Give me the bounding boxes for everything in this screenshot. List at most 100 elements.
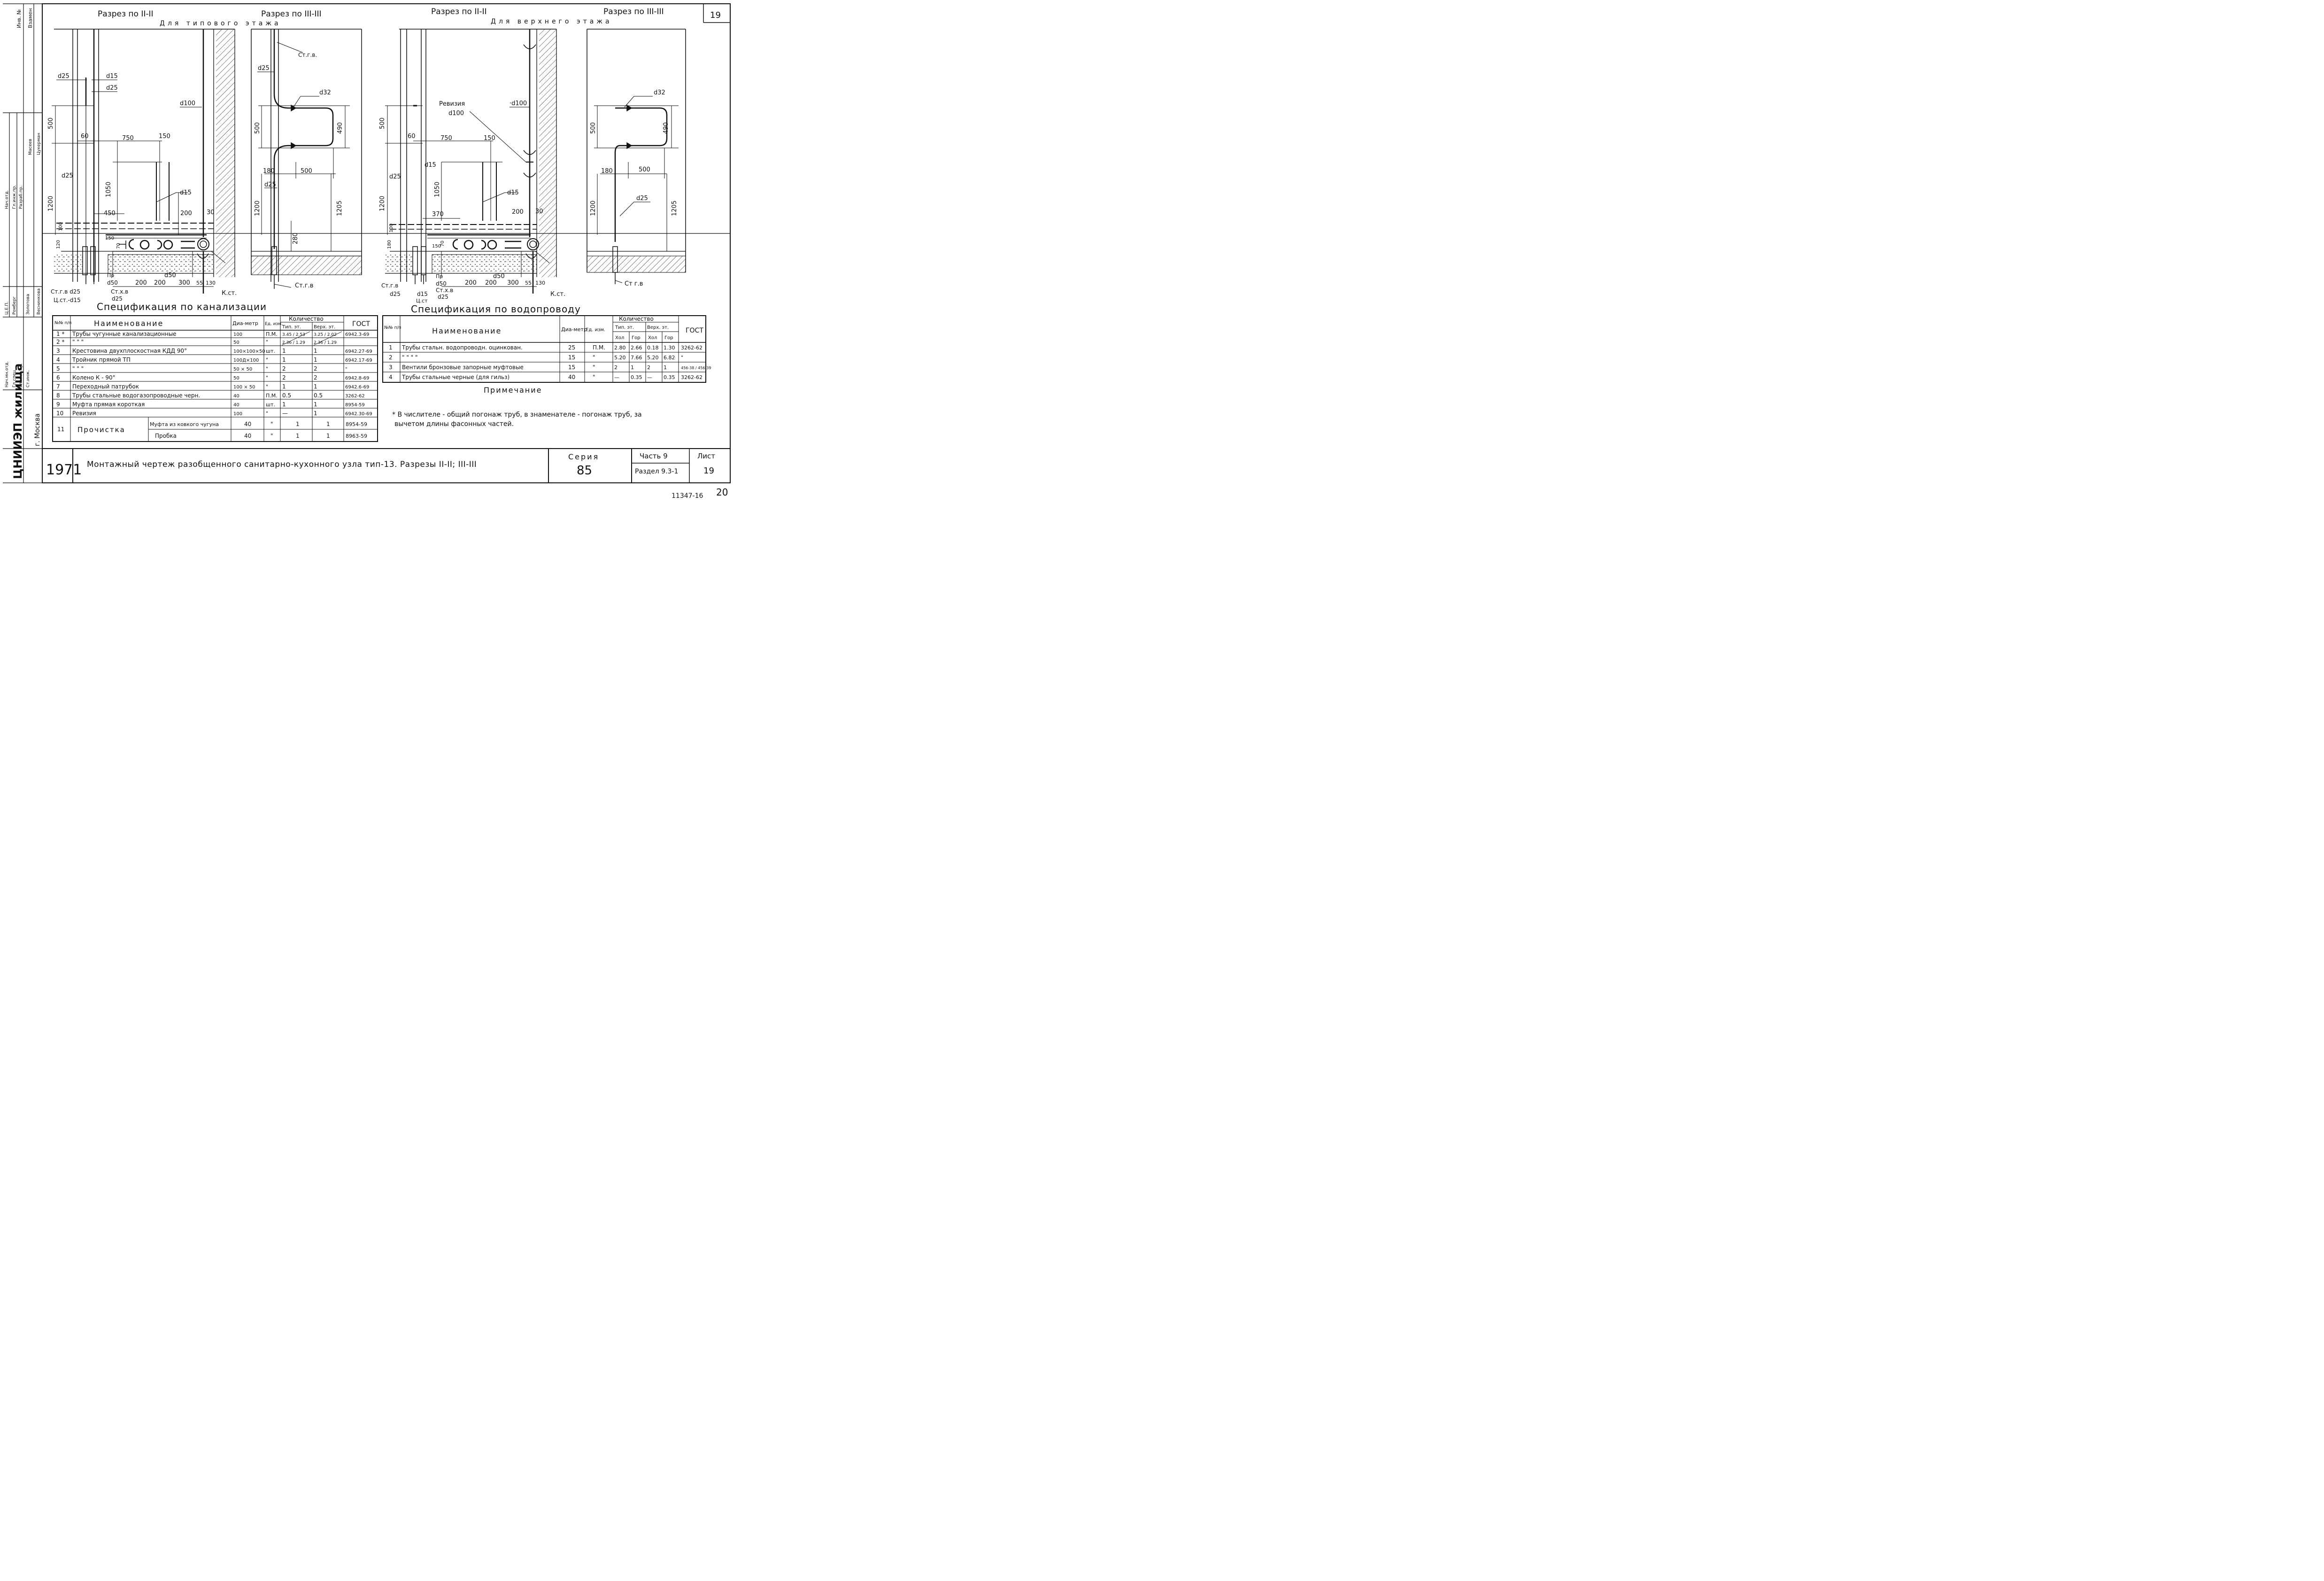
dim-1200-a: 1200 (47, 196, 54, 211)
strip-inv: Инв. № (16, 9, 22, 28)
sewer-row-name: Ревизия (72, 410, 96, 417)
dim-450-a: 450 (104, 210, 116, 217)
sewer-row-top: 2.36 / 1.29 (314, 341, 337, 345)
water-h-unit: Ед. изм. (586, 327, 605, 333)
sewer-row-typ: 1 (282, 401, 286, 408)
dim-300-a: 300 (178, 279, 190, 287)
sewer-row-name: Тройник прямой ТП (72, 356, 131, 363)
sewer-h-gost: ГОСТ (352, 320, 370, 328)
title-section: Раздел 9.3-1 (635, 468, 678, 475)
sewer-r11-unit1: " (270, 421, 273, 427)
sewer-row-name: Переходный патрубок (72, 383, 139, 390)
sewer-row-dia: 100 (233, 332, 242, 337)
sewer-row-unit: " (266, 375, 268, 381)
dim-490-a: 490 (337, 122, 344, 134)
section-4-title: Разрез по III-III (603, 7, 664, 16)
sewer-row-name: Колено К - 90° (72, 374, 116, 381)
strip-org: ЦНИИЭП жилища (11, 364, 24, 479)
sewer-row-name: Муфта прямая короткая (72, 401, 145, 408)
sewer-row-unit: П.М. (266, 393, 278, 399)
sewer-row-name: Трубы чугунные канализационные (72, 331, 177, 337)
drawing-sheet: 19 Инв. № Взамен Нач.отд. Гл.инж.пр. Раз… (3, 3, 731, 500)
sewer-row-top: 2 (314, 374, 317, 381)
left-title-strip (3, 3, 42, 483)
section-3-title: Разрез по II-II (431, 7, 487, 16)
dim-500-f: 500 (639, 166, 650, 173)
label-st-hv-a: Ст.х.в (111, 288, 128, 295)
sewer-row-gost: 8954-59 (345, 403, 365, 408)
sewer-h-top: Верх. эт. (314, 325, 335, 330)
water-h-hol-1: Хол (615, 335, 624, 341)
label-st-hv-b: Ст.х.в (436, 287, 453, 294)
sewer-h-nn: №№ п/п (54, 321, 71, 326)
sewer-row-top: 2 (314, 365, 317, 372)
sewer-row-typ: 2 (282, 374, 286, 381)
dim-d25-h: d25 (390, 291, 401, 297)
dim-d15-e: d15 (417, 291, 428, 297)
sewer-row-unit: шт. (266, 402, 275, 408)
label-pr-b: Пр (436, 273, 443, 279)
dim-70-b: 70 (440, 240, 445, 247)
dim-200-b: 200 (135, 279, 147, 287)
sewer-row-unit: П.М. (266, 331, 278, 337)
sewer-r11-top2: 1 (326, 433, 330, 439)
dim-300-b: 300 (507, 279, 519, 287)
water-row-name: Трубы стальные черные (для гильз) (401, 374, 510, 380)
sewer-row-unit: " (266, 384, 268, 390)
label-st-gv-right: Ст г.в (625, 280, 643, 287)
sewer-row-dia: 100×100×50 (233, 349, 265, 354)
dim-30-b: 30 (535, 208, 543, 215)
water-h-typ: Тип. эт. (615, 325, 634, 330)
sewer-row-gost: 6942.8-69 (345, 376, 369, 381)
strip-role2-1: Нач.мн.отд. (5, 361, 9, 388)
dim-d50-c: d50 (493, 273, 505, 280)
title-series-label: Серия (568, 452, 599, 461)
dim-500-e: 500 (590, 122, 597, 134)
sewer-row-dia: 100 × 50 (233, 385, 255, 390)
sewer-row-n: 1 * (56, 331, 64, 337)
sewer-row-dia: 40 (233, 403, 239, 408)
title-series: 85 (577, 464, 592, 478)
dim-100-b: 100 (389, 224, 394, 232)
sewer-r11-unit2: " (270, 433, 273, 439)
dim-500-c: 500 (301, 168, 312, 175)
water-h-top: Верх. эт. (647, 325, 669, 330)
water-row-gor-1: 0.35 (631, 374, 642, 380)
sewer-r11-typ1: 1 (296, 421, 300, 427)
sewer-row-n: 6 (56, 374, 60, 381)
dim-d15-b: d15 (180, 189, 192, 196)
spec-water-title: Спецификация по водопроводу (411, 303, 581, 315)
dim-150-b: 150 (105, 236, 114, 241)
label-st-gv-d25: Ст.г.в d25 (51, 288, 80, 295)
sewer-row-dia: 100 (233, 411, 242, 417)
dim-490-b: 490 (663, 122, 670, 134)
title-year: 1971 (46, 462, 82, 478)
dim-60-a: 60 (81, 133, 89, 140)
water-row-dia: 15 (568, 364, 575, 371)
page-number: 20 (716, 487, 728, 498)
sewer-h-typ: Тип. эт. (282, 325, 301, 330)
note-text-2: вычетом длины фасонных частей. (394, 420, 514, 428)
water-row-unit: " (593, 374, 595, 380)
water-row-dia: 40 (568, 374, 575, 380)
sewer-r11-sub2: Пробка (155, 433, 177, 439)
title-sheet-label: Лист (697, 452, 715, 460)
label-revision: Ревизия (439, 101, 465, 108)
water-row-gost: 3262-62 (681, 345, 703, 351)
dim-150-c: 150 (484, 135, 495, 142)
dim-500-b: 500 (254, 122, 261, 134)
spec-sewer-table (52, 315, 378, 442)
water-row-unit: " (593, 364, 595, 371)
water-row-gor-1: 7.66 (631, 355, 642, 361)
section-2-title: Разрез по III-III (261, 9, 322, 19)
note-title: Примечание (484, 386, 542, 395)
sheet-frame (42, 3, 731, 483)
section-3-dims: Ревизия d100 ·d100 500 60 750 150 d15 d2… (379, 100, 565, 304)
section-2-dims: Ст.г.в. d25 d32 500 490 180 500 d25 1200… (254, 52, 344, 289)
sewer-row-n: 4 (56, 356, 60, 363)
water-row-gost: 456-38 / 456-39 (681, 366, 711, 370)
sewer-row-top: 1 (314, 356, 317, 363)
sewer-row-name: " " " (72, 365, 84, 372)
water-h-qty: Количество (619, 316, 654, 322)
water-h-gost: ГОСТ (686, 327, 703, 334)
